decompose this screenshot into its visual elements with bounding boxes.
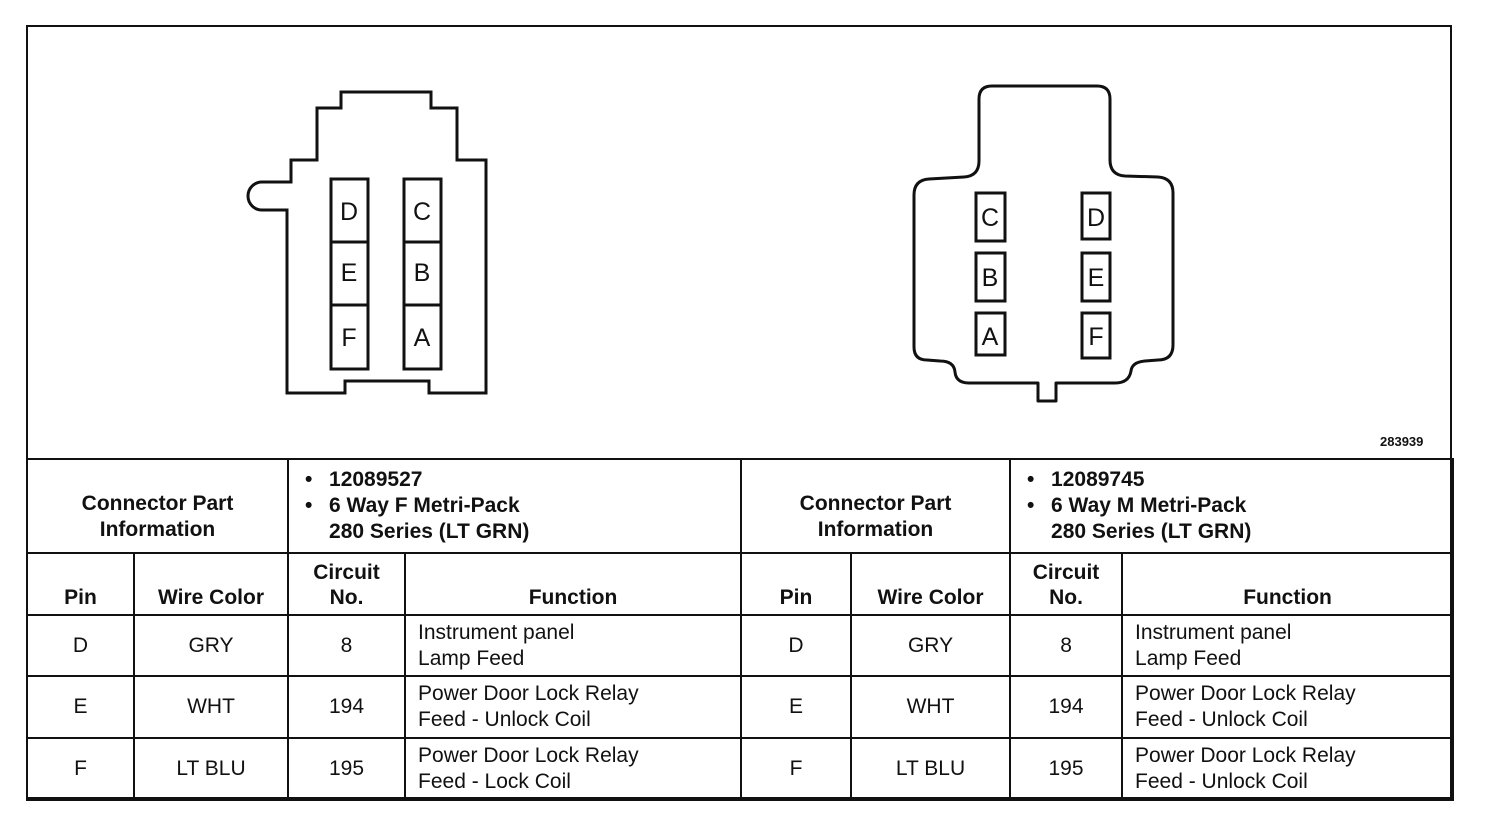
- right-wire: LT BLU: [850, 737, 1012, 801]
- right-pin: D: [740, 614, 853, 677]
- right-circuit: 8: [1009, 614, 1124, 677]
- female-pin-d: D: [340, 198, 358, 226]
- right-part-desc-1: 6 Way M Metri-Pack: [1027, 493, 1446, 519]
- left-header-wire: Wire Color: [132, 552, 290, 616]
- female-connector-outline: [246, 90, 488, 395]
- figure-id: 283939: [1380, 434, 1424, 449]
- right-header-function: Function: [1121, 552, 1455, 616]
- female-pin-c: C: [413, 198, 431, 226]
- left-pin: E: [26, 675, 135, 739]
- female-pin-b: B: [414, 259, 431, 287]
- connector-table: Connector Part Information 12089527 6 Wa…: [25, 458, 1455, 801]
- male-cavity-a: [974, 311, 1007, 357]
- male-connector-outline: [912, 84, 1175, 403]
- left-part-desc-1: 6 Way F Metri-Pack: [305, 493, 734, 519]
- male-cavity-c: [974, 191, 1007, 243]
- left-circuit: 195: [287, 737, 407, 801]
- left-wire: WHT: [132, 675, 290, 739]
- male-cavity-f: [1080, 311, 1112, 360]
- left-part-number: 12089527: [305, 467, 734, 493]
- male-pin-a: A: [982, 323, 999, 351]
- right-header-wire: Wire Color: [850, 552, 1012, 616]
- male-pin-f: F: [1088, 323, 1103, 351]
- right-part-number: 12089745: [1027, 467, 1446, 493]
- male-pin-c: C: [981, 204, 999, 232]
- part-info-row: Connector Part Information 12089527 6 Wa…: [25, 458, 1455, 554]
- right-circuit: 195: [1009, 737, 1124, 801]
- left-part-info: 12089527 6 Way F Metri-Pack 280 Series (…: [287, 458, 743, 554]
- male-cavity-d: [1080, 191, 1112, 241]
- left-pin: D: [26, 614, 135, 677]
- male-pin-b: B: [982, 264, 999, 292]
- left-header-pin: Pin: [26, 552, 135, 616]
- left-part-desc-2: 280 Series (LT GRN): [329, 520, 530, 543]
- left-wire: GRY: [132, 614, 290, 677]
- male-pin-d: D: [1087, 204, 1105, 232]
- right-info-label: Connector Part Information: [740, 458, 1012, 554]
- male-pin-e: E: [1088, 264, 1105, 292]
- right-pin: F: [740, 737, 853, 801]
- left-circuit: 8: [287, 614, 407, 677]
- right-part-desc-2: 280 Series (LT GRN): [1051, 520, 1252, 543]
- right-circuit: 194: [1009, 675, 1124, 739]
- left-circuit: 194: [287, 675, 407, 739]
- female-pin-a: A: [414, 324, 431, 352]
- right-wire: GRY: [850, 614, 1012, 677]
- right-part-info: 12089745 6 Way M Metri-Pack 280 Series (…: [1009, 458, 1455, 554]
- female-pin-f: F: [341, 324, 356, 352]
- female-cavity-right: [402, 177, 443, 371]
- left-info-label: Connector Part Information: [25, 458, 290, 554]
- right-pin: E: [740, 675, 853, 739]
- connector-diagram: D E F C B A C B A D E F: [246, 84, 1175, 403]
- left-header-function: Function: [404, 552, 743, 616]
- left-wire: LT BLU: [132, 737, 290, 801]
- female-cavity-left: [329, 177, 370, 371]
- right-header-pin: Pin: [740, 552, 853, 616]
- right-wire: WHT: [850, 675, 1012, 739]
- female-pin-e: E: [341, 259, 358, 287]
- left-pin: F: [26, 737, 135, 801]
- male-cavity-e: [1080, 251, 1112, 303]
- male-cavity-b: [974, 251, 1007, 303]
